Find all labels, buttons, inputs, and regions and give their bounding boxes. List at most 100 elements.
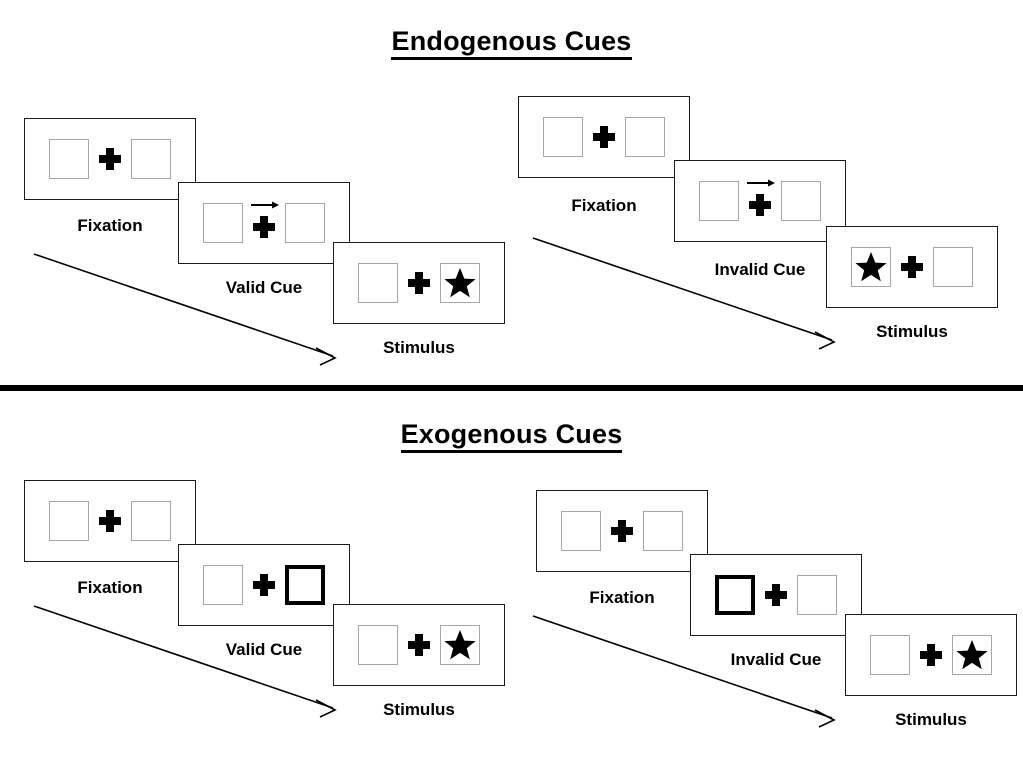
- plus-icon: [920, 644, 942, 666]
- section-title-exogenous: Exogenous Cues: [0, 419, 1023, 453]
- panel-content: [203, 562, 325, 608]
- panel-stimulus[interactable]: [826, 226, 998, 308]
- panel-content: [561, 508, 683, 554]
- right-box: [933, 247, 973, 287]
- left-box-cued: [715, 575, 755, 615]
- right-box: [285, 203, 325, 243]
- section-title-endogenous: Endogenous Cues: [0, 26, 1023, 60]
- left-box: [358, 625, 398, 665]
- trial-group-exogenous-invalid: Fixation Invalid Cue Stimulus: [512, 388, 1023, 767]
- stage-label-fixation: Fixation: [571, 196, 637, 215]
- panel-content: [49, 498, 171, 544]
- stage-label-stimulus: Stimulus: [383, 338, 455, 357]
- left-box: [49, 139, 89, 179]
- arrow-right-icon: [747, 179, 775, 187]
- time-arrow-icon: [33, 605, 337, 718]
- panel-cue[interactable]: [178, 182, 350, 264]
- stage-label-fixation: Fixation: [589, 588, 655, 607]
- panel-fixation[interactable]: [24, 480, 196, 562]
- right-box: [643, 511, 683, 551]
- stage-label-cue: Invalid Cue: [714, 260, 806, 279]
- fixation-slot: [398, 622, 440, 668]
- panel-content: [358, 622, 480, 668]
- fixation-slot: [910, 632, 952, 678]
- plus-icon: [593, 126, 615, 148]
- plus-icon: [408, 272, 430, 294]
- right-box: [797, 575, 837, 615]
- panel-stimulus[interactable]: [333, 604, 505, 686]
- panel-cue[interactable]: [674, 160, 846, 242]
- stage-label-cue: Valid Cue: [225, 278, 303, 297]
- plus-icon: [99, 148, 121, 170]
- right-box: [440, 625, 480, 665]
- section-divider: [0, 385, 1023, 391]
- time-arrow-icon: [532, 615, 836, 728]
- fixation-slot: [243, 562, 285, 608]
- right-box: [131, 139, 171, 179]
- stage-label-cue: Valid Cue: [225, 640, 303, 659]
- stage-label-stimulus: Stimulus: [383, 700, 455, 719]
- left-box: [870, 635, 910, 675]
- panel-stimulus[interactable]: [333, 242, 505, 324]
- stage-label-stimulus: Stimulus: [895, 710, 967, 729]
- trial-group-endogenous-invalid: Fixation Invalid Cue: [512, 0, 1023, 388]
- plus-icon: [611, 520, 633, 542]
- trial-group-exogenous-valid: Fixation Valid Cue Stimulus: [0, 388, 512, 767]
- fixation-slot: [891, 244, 933, 290]
- fixation-slot: [739, 178, 781, 224]
- left-box: [203, 203, 243, 243]
- right-box: [440, 263, 480, 303]
- right-box-cued: [285, 565, 325, 605]
- left-box: [561, 511, 601, 551]
- time-arrow-icon: [33, 253, 337, 366]
- star-icon: [444, 268, 476, 298]
- trial-group-endogenous-valid: Fixation Valid Cue: [0, 0, 512, 388]
- stage-label-cue: Invalid Cue: [730, 650, 822, 669]
- left-box: [358, 263, 398, 303]
- left-box: [699, 181, 739, 221]
- left-box: [203, 565, 243, 605]
- fixation-slot: [243, 200, 285, 246]
- plus-icon: [749, 194, 771, 216]
- panel-content: [699, 178, 821, 224]
- fixation-slot: [89, 498, 131, 544]
- panel-content: [851, 244, 973, 290]
- panel-content: [49, 136, 171, 182]
- right-box: [952, 635, 992, 675]
- panel-content: [358, 260, 480, 306]
- panel-cue[interactable]: [178, 544, 350, 626]
- arrow-right-icon: [251, 201, 279, 209]
- plus-icon: [99, 510, 121, 532]
- right-box: [625, 117, 665, 157]
- panel-content: [715, 572, 837, 618]
- panel-content: [870, 632, 992, 678]
- left-box: [543, 117, 583, 157]
- fixation-slot: [89, 136, 131, 182]
- stage-label-fixation: Fixation: [77, 578, 143, 597]
- left-box: [851, 247, 891, 287]
- panel-fixation[interactable]: [518, 96, 690, 178]
- star-icon: [444, 630, 476, 660]
- right-box: [131, 501, 171, 541]
- panel-content: [203, 200, 325, 246]
- panel-fixation[interactable]: [536, 490, 708, 572]
- stage-label-fixation: Fixation: [77, 216, 143, 235]
- plus-icon: [765, 584, 787, 606]
- fixation-slot: [755, 572, 797, 618]
- stage-label-stimulus: Stimulus: [876, 322, 948, 341]
- right-box: [781, 181, 821, 221]
- star-icon: [956, 640, 988, 670]
- left-box: [49, 501, 89, 541]
- section-title-exogenous-text: Exogenous Cues: [400, 419, 623, 453]
- fixation-slot: [398, 260, 440, 306]
- star-icon: [855, 252, 887, 282]
- fixation-slot: [601, 508, 643, 554]
- fixation-slot: [583, 114, 625, 160]
- panel-fixation[interactable]: [24, 118, 196, 200]
- panel-cue[interactable]: [690, 554, 862, 636]
- plus-icon: [901, 256, 923, 278]
- section-title-endogenous-text: Endogenous Cues: [391, 26, 632, 60]
- panel-content: [543, 114, 665, 160]
- panel-stimulus[interactable]: [845, 614, 1017, 696]
- plus-icon: [253, 574, 275, 596]
